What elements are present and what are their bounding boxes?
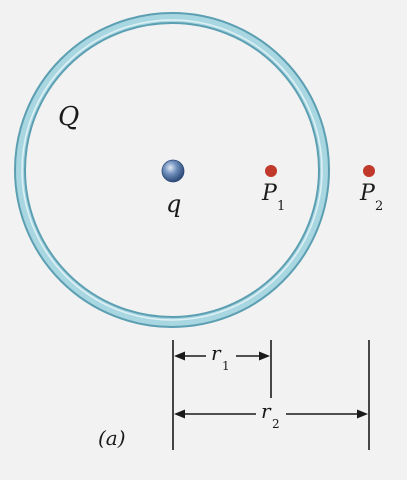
- charged-shell: [14, 12, 330, 328]
- r2-label: r: [261, 399, 272, 423]
- inner-charge-label: q: [166, 190, 181, 218]
- r2-subscript: 2: [272, 417, 280, 431]
- point-p2-label: P: [359, 181, 376, 206]
- r1-subscript: 1: [222, 359, 230, 373]
- point-p1-label: P: [261, 181, 278, 206]
- point-p1-subscript: 1: [277, 199, 285, 214]
- inner-charge-ball: [161, 159, 185, 183]
- shell-charge-label: Q: [58, 102, 79, 132]
- r2-dimension-arrow: [174, 409, 368, 419]
- point-p1-marker: [265, 165, 277, 177]
- point-p2-marker: [363, 165, 375, 177]
- figure-caption: (a): [98, 426, 126, 450]
- r1-dimension-arrow: [174, 351, 270, 361]
- r1-label: r: [211, 341, 222, 365]
- point-p2-subscript: 2: [375, 199, 383, 214]
